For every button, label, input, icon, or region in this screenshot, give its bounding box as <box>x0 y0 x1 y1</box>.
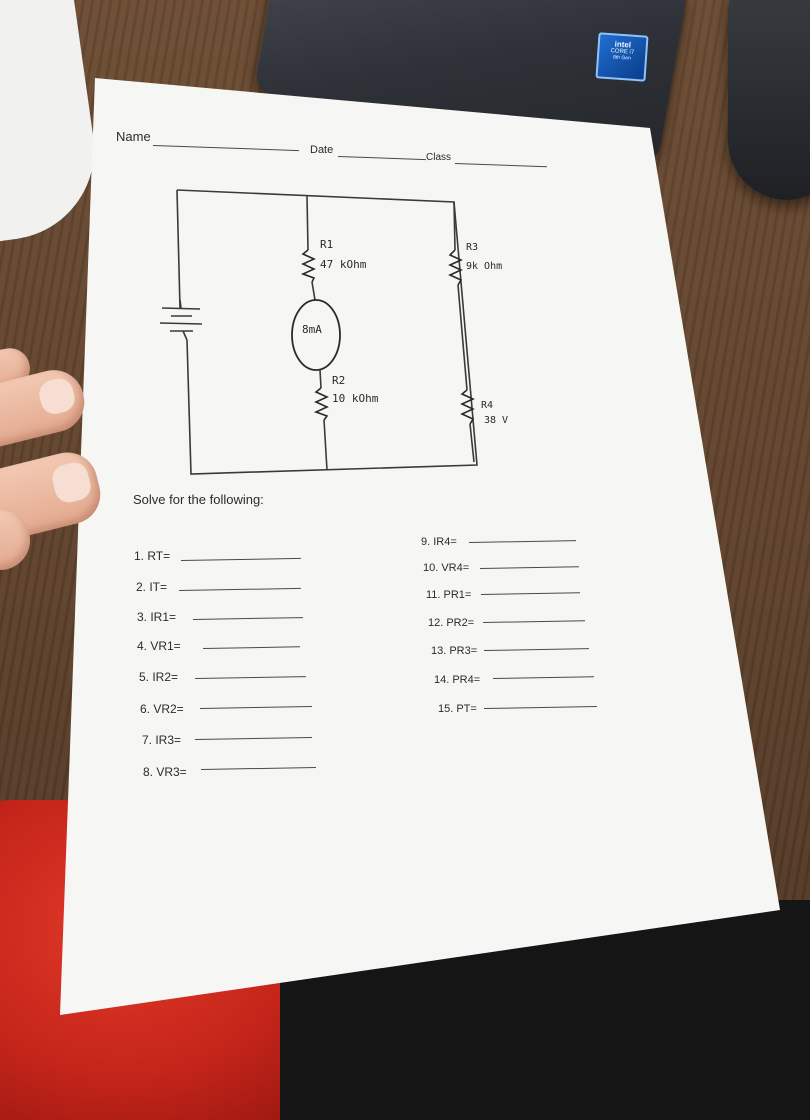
r2-label: R2 <box>332 374 346 387</box>
question-item: 8. VR3= <box>143 765 187 779</box>
computer-mouse <box>728 0 810 200</box>
r4-resistor <box>460 389 475 425</box>
date-label: Date <box>310 144 334 156</box>
outer-wire <box>176 189 478 475</box>
circuit-diagram <box>159 189 478 475</box>
r1-value: 47 kOhm <box>320 258 367 271</box>
fingernail <box>49 459 94 506</box>
r1-label: R1 <box>320 238 334 251</box>
question-item: 14. PR4= <box>434 674 481 686</box>
r3-wire-top <box>453 201 456 251</box>
left-wire-top <box>176 189 181 309</box>
r3-r4-wire <box>457 284 468 391</box>
mid-wire-r1-meter <box>311 281 316 301</box>
question-item: 5. IR2= <box>139 670 179 684</box>
question-item: 11. PR1= <box>426 589 472 601</box>
worksheet-paper <box>60 78 780 1015</box>
mid-wire-bottom <box>323 419 328 471</box>
r3-resistor <box>448 249 463 286</box>
question-item: 3. IR1= <box>137 610 177 624</box>
worksheet-content: Name Date Class <box>116 129 597 779</box>
mid-wire-meter-r2 <box>319 369 322 389</box>
ammeter-reading: 8mA <box>302 323 322 336</box>
question-item: 7. IR3= <box>142 733 182 747</box>
mid-wire-top <box>306 195 309 251</box>
question-item: 12. PR2= <box>428 617 475 629</box>
fingernail <box>36 375 78 417</box>
r4-label: R4 <box>481 400 494 411</box>
question-item: 1. RT= <box>134 549 171 563</box>
question-item: 13. PR3= <box>431 645 478 657</box>
r1-resistor <box>300 249 316 283</box>
question-item: 9. IR4= <box>421 536 457 548</box>
r2-resistor <box>313 387 329 421</box>
question-item: 2. IT= <box>136 580 168 594</box>
question-item: 10. VR4= <box>423 562 470 574</box>
ammeter-symbol <box>291 299 341 371</box>
question-item: 4. VR1= <box>137 639 181 653</box>
r3-label: R3 <box>466 242 479 253</box>
question-item: 15. PT= <box>438 703 477 715</box>
r2-value: 10 kOhm <box>332 392 379 405</box>
name-label: Name <box>116 129 151 144</box>
r3-value: 9k Ohm <box>466 261 503 272</box>
class-label: Class <box>426 152 452 163</box>
instructions-text: Solve for the following: <box>133 492 264 507</box>
r4-value: 38 V <box>484 415 509 426</box>
question-item: 6. VR2= <box>140 702 184 716</box>
r4-wire-bottom <box>469 423 475 463</box>
battery-symbol <box>159 299 203 341</box>
